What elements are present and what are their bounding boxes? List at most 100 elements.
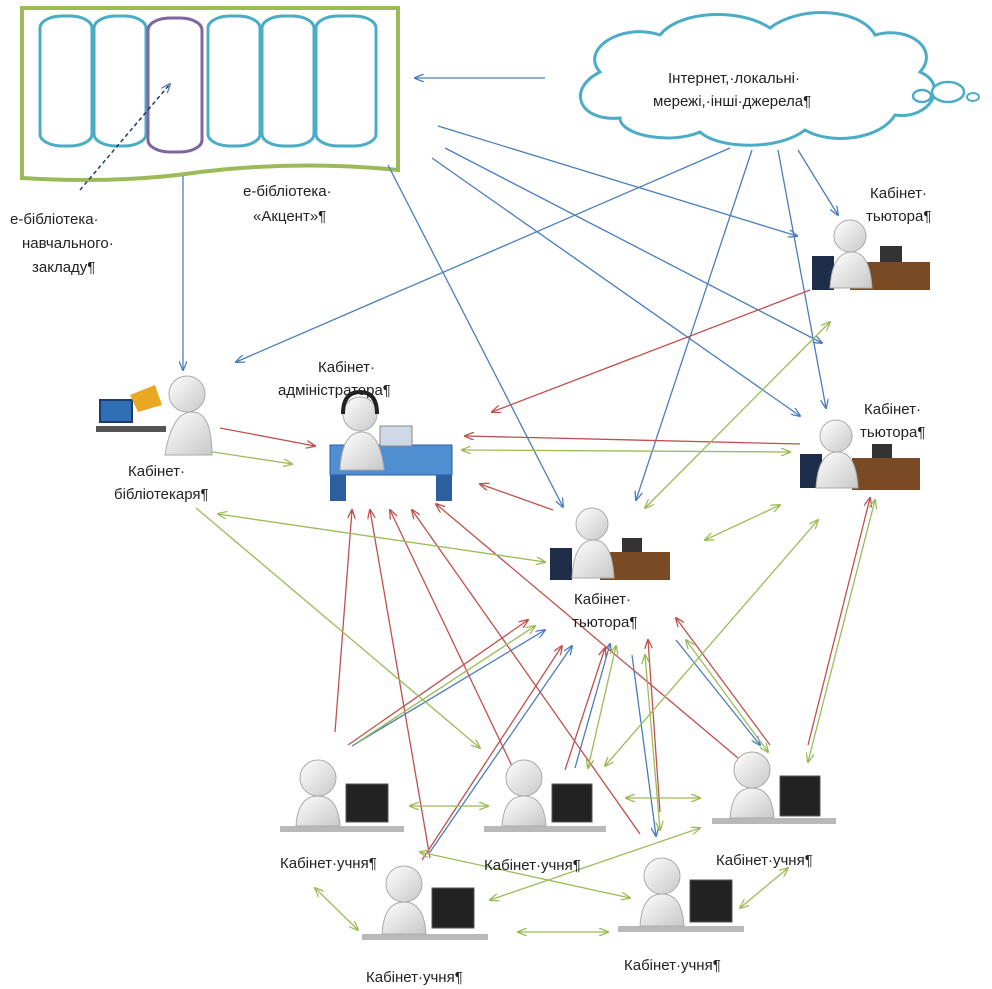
arrow <box>421 646 562 861</box>
desk <box>484 826 606 832</box>
school-library-label-2: навчального· <box>22 235 114 252</box>
person-body <box>729 787 775 819</box>
arrow <box>218 514 545 562</box>
arrow <box>675 639 760 745</box>
laptop-icon <box>880 246 902 262</box>
monitor-icon <box>431 887 475 929</box>
arrow <box>564 648 605 771</box>
school-library-label-3: закладу¶ <box>32 259 95 276</box>
e-library-shelf <box>20 6 400 191</box>
person-head <box>505 759 543 797</box>
chair <box>812 256 834 290</box>
arrow <box>444 147 822 343</box>
person-head <box>299 759 337 797</box>
book <box>314 14 378 148</box>
arrow <box>686 640 768 752</box>
arrow <box>705 505 780 540</box>
laptop-icon <box>379 425 413 447</box>
student5-workstation <box>618 857 744 932</box>
arrow <box>808 500 875 762</box>
admin-label-2: адміністратора¶ <box>278 382 391 399</box>
desk <box>852 458 920 490</box>
student5-label: Кабінет·учня¶ <box>624 957 721 974</box>
arrow <box>219 427 315 446</box>
person-head <box>819 419 853 453</box>
person-body <box>639 893 685 927</box>
arrow <box>351 630 545 747</box>
student3-label: Кабінет·учня¶ <box>716 852 813 869</box>
student3-workstation <box>712 751 836 824</box>
student4-workstation <box>362 865 488 940</box>
person-body <box>295 795 341 827</box>
desk <box>618 926 744 932</box>
admin-workstation <box>329 389 453 501</box>
arrow <box>740 868 788 908</box>
arrow <box>200 450 292 464</box>
tutor-top-workstation <box>812 219 930 290</box>
cloud-bubble <box>966 92 980 102</box>
librarian-workstation <box>96 375 213 456</box>
laptop-icon <box>872 444 892 458</box>
desk-leg <box>330 475 346 501</box>
book <box>38 14 94 148</box>
arrow <box>462 450 790 452</box>
akcent-library-label-1: е-бібліотека· <box>243 183 332 200</box>
monitor-icon <box>689 879 733 923</box>
arrow <box>347 620 528 746</box>
arrow <box>480 484 554 511</box>
arrow <box>370 510 431 859</box>
cloud-bubble <box>930 80 966 104</box>
arrow <box>334 510 352 733</box>
arrow <box>357 626 535 743</box>
green-arrows <box>195 322 875 932</box>
librarian-label-1: Кабінет· <box>128 463 185 480</box>
person-head <box>643 857 681 895</box>
laptop-icon <box>622 538 642 552</box>
desk <box>362 934 488 940</box>
librarian-label-2: бібліотекаря¶ <box>114 486 209 503</box>
internet-cloud: Інтернет,·локальні· мережі,·інші·джерела… <box>578 11 980 147</box>
school-library-label-1: е-бібліотека· <box>10 211 99 228</box>
book <box>206 14 262 148</box>
person-head <box>733 751 771 789</box>
person-body <box>339 431 385 471</box>
arrow <box>807 498 870 746</box>
person-head <box>575 507 609 541</box>
monitor-icon <box>551 783 593 823</box>
person-body <box>501 795 547 827</box>
tutor-center-label-1: Кабінет· <box>574 591 631 608</box>
desk <box>96 426 166 432</box>
person-head <box>385 865 423 903</box>
book-row <box>38 14 378 154</box>
arrow <box>490 828 700 900</box>
tutor-top-label-2: тьютора¶ <box>866 208 931 225</box>
arrow <box>605 520 818 766</box>
person-body <box>381 901 427 935</box>
person-body <box>829 251 873 289</box>
book <box>92 14 148 148</box>
student1-label: Кабінет·учня¶ <box>280 855 377 872</box>
chair <box>550 548 572 580</box>
monitor-icon <box>779 775 821 817</box>
arrow <box>676 618 771 746</box>
tutor-right-workstation <box>800 419 920 490</box>
arrow <box>636 149 753 500</box>
tutor-right-label-1: Кабінет· <box>864 401 921 418</box>
person-body <box>571 539 615 579</box>
arrow <box>645 655 660 830</box>
arrow <box>236 147 731 362</box>
tutor-top-label-1: Кабінет· <box>870 185 927 202</box>
book-highlighted <box>146 16 204 154</box>
cloud-label-2: мережі,·інші·джерела¶ <box>653 93 811 110</box>
tutor-center-workstation <box>550 507 670 580</box>
student4-label: Кабінет·учня¶ <box>366 969 463 986</box>
book-icon <box>130 385 162 412</box>
akcent-library-label-2: «Акцент»¶ <box>253 208 326 225</box>
arrow <box>797 149 838 215</box>
monitor-icon <box>99 399 133 423</box>
admin-label-1: Кабінет· <box>318 359 375 376</box>
arrow <box>492 289 811 412</box>
dashed-arrow <box>79 84 170 191</box>
person-head <box>342 396 378 432</box>
